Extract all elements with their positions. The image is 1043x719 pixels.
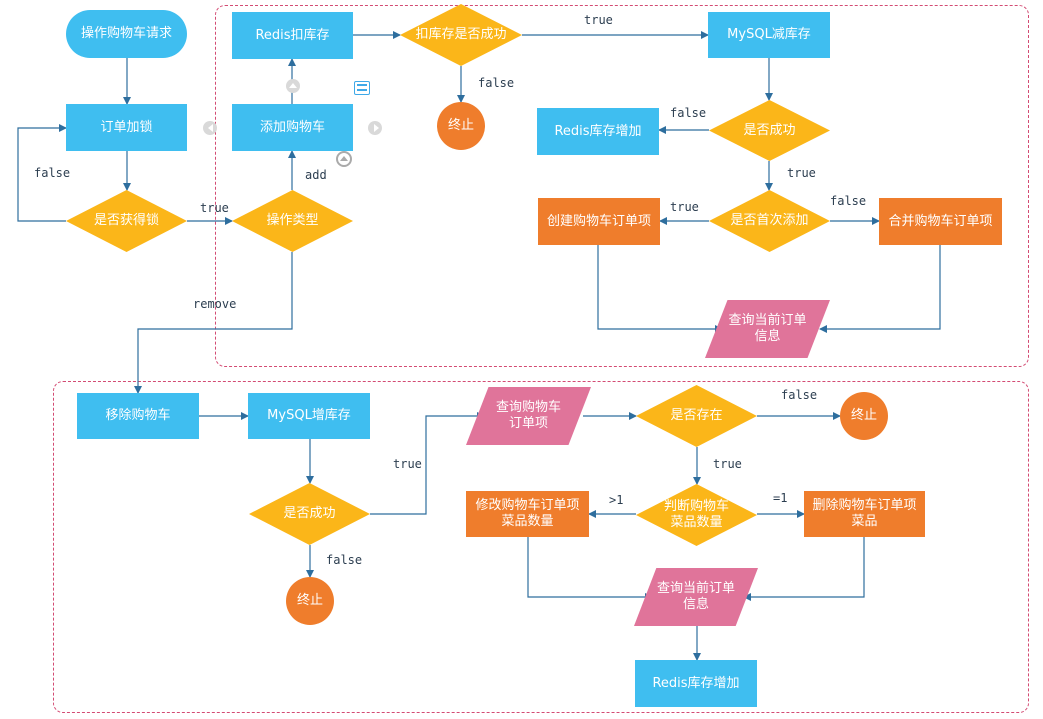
redis-deduct-label: Redis扣库存 [255,27,330,43]
add-branch-group [215,5,1029,367]
create-item-label: 创建购物车订单项 [546,213,651,229]
modify-qty-label: 修改购物车订单项 菜品数量 [475,498,580,529]
is-success-1-label: 是否成功 [743,122,796,138]
judge-qty-label: 判断购物车 菜品数量 [663,499,729,530]
edge-create-query1 [597,245,723,333]
redis-increase-1-label: Redis库存增加 [554,123,642,139]
remove-branch-group [53,381,1029,713]
query-order-1-label: 查询当前订单 信息 [728,313,807,344]
edge-label-success1-true: true [787,166,816,180]
exists-label: 是否存在 [670,408,723,423]
start-request-label: 操作购物车请求 [80,26,172,41]
edge-modify-query2 [527,537,653,601]
edge-label-qty-eq1: =1 [773,491,788,505]
end-2-label: 终止 [296,593,323,608]
deduct-ok-decision[interactable]: 扣库存是否成功 [400,4,522,66]
judge-qty-decision[interactable]: 判断购物车 菜品数量 [636,484,757,546]
first-add-decision[interactable]: 是否首次添加 [709,190,830,252]
remove-cart-label: 移除购物车 [105,408,171,423]
first-add-label: 是否首次添加 [730,213,809,228]
mysql-increase-label: MySQL增库存 [267,408,351,423]
merge-item-node[interactable]: 合并购物车订单项 [879,198,1002,245]
query-order-node-1[interactable]: 查询当前订单 信息 [705,300,830,358]
add-cart-label: 添加购物车 [259,119,325,135]
is-success-2-label: 是否成功 [283,506,336,521]
edge-label-exists-false: false [781,388,818,402]
edge-label-deduct-true: true [584,13,613,27]
delete-item-node[interactable]: 删除购物车订单项 菜品 [804,491,925,537]
end-node-1[interactable]: 终止 [437,102,485,150]
edge-delete-query2 [743,537,865,601]
edge-label-deduct-false: false [478,76,515,90]
mysql-increase-node[interactable]: MySQL增库存 [248,393,370,439]
edge-gotlock-false [17,124,67,222]
redis-increase-node-2[interactable]: Redis库存增加 [635,660,757,707]
query-item-node[interactable]: 查询购物车 订单项 [466,387,591,445]
edge-label-qty-gt1: >1 [609,493,624,507]
merge-item-label: 合并购物车订单项 [888,213,993,229]
redis-deduct-node[interactable]: Redis扣库存 [232,12,353,59]
exists-decision[interactable]: 是否存在 [636,385,757,447]
edge-label-success2-true: true [393,457,422,471]
order-lock-node[interactable]: 订单加锁 [66,104,187,151]
query-order-2-label: 查询当前订单 信息 [656,581,735,612]
mysql-reduce-node[interactable]: MySQL减库存 [708,12,830,58]
mysql-reduce-label: MySQL减库存 [727,27,811,42]
arrow-up-ring-icon[interactable] [336,151,352,167]
edge-merge-query1 [819,245,941,333]
remove-cart-node[interactable]: 移除购物车 [77,393,199,439]
edge-label-first-false: false [830,194,867,208]
arrow-up-icon[interactable] [286,79,300,93]
start-request-node[interactable]: 操作购物车请求 [66,10,187,58]
edge-label-type-remove: remove [193,297,237,311]
redis-increase-2-label: Redis库存增加 [652,675,740,691]
modify-qty-node[interactable]: 修改购物车订单项 菜品数量 [466,491,589,537]
menu-icon[interactable] [354,81,370,95]
op-type-decision[interactable]: 操作类型 [232,190,353,252]
query-order-node-2[interactable]: 查询当前订单 信息 [634,568,758,626]
got-lock-decision[interactable]: 是否获得锁 [66,190,187,252]
create-item-node[interactable]: 创建购物车订单项 [538,198,660,245]
arrow-right-icon[interactable] [368,121,382,135]
got-lock-label: 是否获得锁 [93,213,159,228]
query-item-label: 查询购物车 订单项 [495,400,561,431]
is-success-decision-1[interactable]: 是否成功 [709,100,830,161]
end-node-3[interactable]: 终止 [840,392,888,440]
edge-label-type-add: add [305,168,327,182]
edge-label-lock-false: false [34,166,71,180]
edge-label-exists-true: true [713,457,742,471]
add-cart-node[interactable]: 添加购物车 [232,104,353,151]
op-type-label: 操作类型 [266,213,319,228]
redis-increase-node-1[interactable]: Redis库存增加 [537,108,659,155]
deduct-ok-label: 扣库存是否成功 [415,27,507,42]
edge-label-first-true: true [670,200,699,214]
end-1-label: 终止 [447,118,474,133]
edge-label-success1-false: false [670,106,707,120]
delete-item-label: 删除购物车订单项 菜品 [812,498,917,529]
arrow-left-icon[interactable] [203,121,217,135]
edge-label-success2-false: false [326,553,363,567]
edge-success2-query [370,412,485,515]
edge-optype-remove [134,252,293,394]
order-lock-label: 订单加锁 [100,119,153,135]
end-node-2[interactable]: 终止 [286,577,334,625]
edge-label-lock-true: true [200,201,229,215]
end-3-label: 终止 [850,408,877,423]
is-success-decision-2[interactable]: 是否成功 [249,483,370,545]
